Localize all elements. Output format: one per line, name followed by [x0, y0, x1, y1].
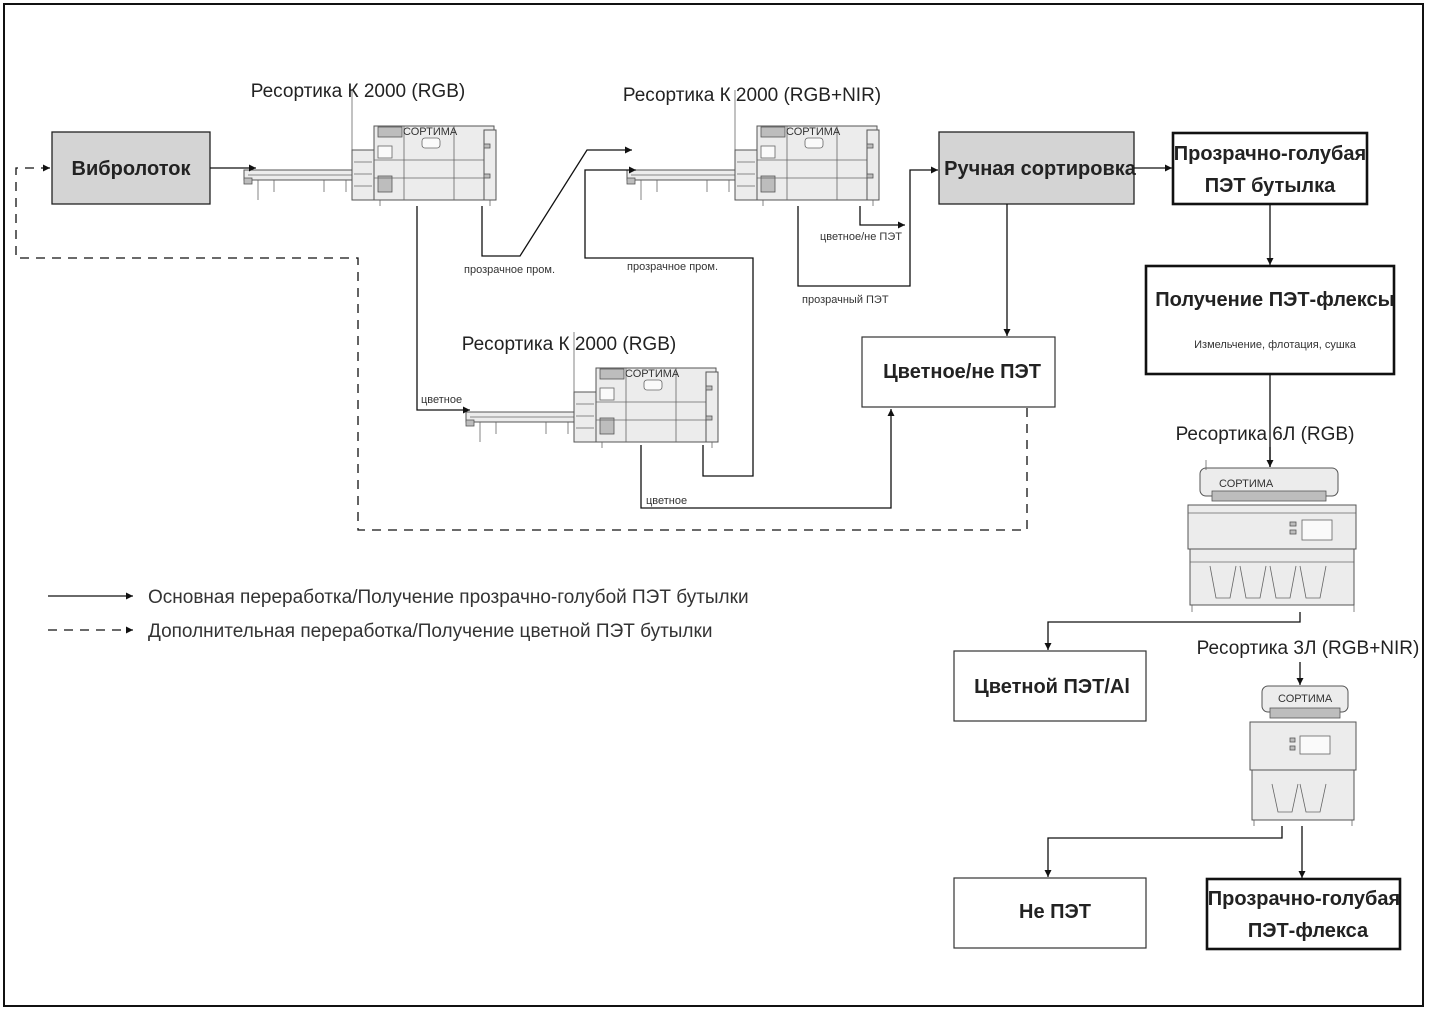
non-pet-label: Не ПЭТ [1019, 901, 1091, 923]
machine-title-k2000-rgbnir: Ресортика К 2000 (RGB+NIR) [623, 85, 881, 106]
clear-bottle-label-2: ПЭТ бутылка [1205, 175, 1336, 197]
sorter-k2000-rgb-1 [243, 89, 497, 207]
sorter-3l [1249, 685, 1357, 826]
brand-mark-3l: СОРТИМА [1278, 693, 1333, 705]
flow-label-colored-nonpet: цветное/не ПЭТ [820, 231, 902, 243]
brand-mark-1: СОРТИМА [403, 126, 458, 138]
machine-title-6l: Ресортика 6Л (RGB) [1176, 424, 1355, 445]
diagram-frame [3, 3, 1424, 1007]
clear-flake-label-1: Прозрачно-голубая [1208, 888, 1400, 910]
machine-title-k2000-rgb-2: Ресортика К 2000 (RGB) [462, 334, 676, 355]
non-pet-box [953, 877, 1147, 949]
clear-bottle-label-1: Прозрачно-голубая [1174, 143, 1366, 165]
manual-sorting-box [938, 131, 1135, 205]
flow-label-colored-1: цветное [421, 394, 462, 406]
flakes-box [1144, 264, 1396, 376]
legend-dashed-text: Дополнительная переработка/Получение цве… [148, 621, 712, 642]
colored-pet-al-box [953, 650, 1147, 722]
brand-mark-6l: СОРТИМА [1219, 478, 1274, 490]
flakes-subtitle: Измельчение, флотация, сушка [1194, 339, 1357, 351]
clear-flake-box [1205, 877, 1402, 951]
vibro-feeder-box [51, 131, 211, 205]
brand-mark-2: СОРТИМА [786, 126, 841, 138]
legend-solid-text: Основная переработка/Получение прозрачно… [148, 587, 749, 608]
machine-title-3l: Ресортика 3Л (RGB+NIR) [1197, 638, 1420, 659]
clear-bottle-box [1171, 131, 1369, 206]
colored-pet-al-label: Цветной ПЭТ/Al [974, 676, 1130, 698]
sorter-k2000-rgbnir [626, 89, 880, 207]
clear-flake-label-2: ПЭТ-флекса [1248, 920, 1369, 942]
flakes-title: Получение ПЭТ-флексы [1155, 289, 1394, 311]
colored-nonpet-label: Цветное/не ПЭТ [883, 361, 1041, 383]
flow-label-clear-interm-2: прозрачное пром. [627, 261, 718, 273]
sorter-6l [1187, 460, 1357, 612]
vibro-feeder-label: Вибролоток [72, 158, 192, 180]
flow-label-colored-2: цветное [646, 495, 687, 507]
colored-nonpet-box [861, 336, 1056, 408]
brand-mark-3: СОРТИМА [625, 368, 680, 380]
machine-title-k2000-rgb-1: Ресортика К 2000 (RGB) [251, 81, 465, 102]
flow-label-clear-interm-1: прозрачное пром. [464, 264, 555, 276]
flow-label-clear-pet: прозрачный ПЭТ [802, 294, 889, 306]
manual-sorting-label: Ручная сортировка [944, 158, 1137, 180]
